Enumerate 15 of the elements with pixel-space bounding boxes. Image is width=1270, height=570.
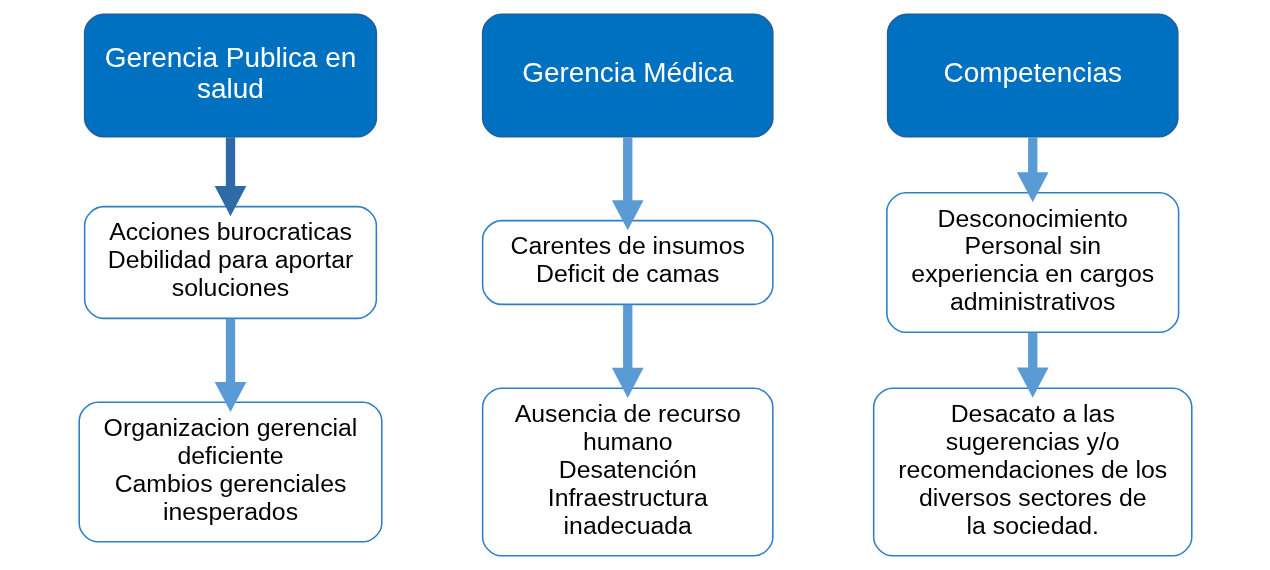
arrow [214, 318, 246, 413]
node-box: Competencias [886, 13, 1179, 138]
arrow [1016, 332, 1049, 398]
arrow [1016, 137, 1049, 203]
node-box: Acciones burocraticas Debilidad para aportar soluciones [83, 205, 377, 320]
node-box: Desacato a las sugerencias y/o recomendaciones de los diversos sectores de la sociedad. [872, 387, 1193, 557]
node-box: Gerencia Publica en salud [83, 13, 377, 138]
node-box: Gerencia Médica [481, 13, 774, 138]
node-box: Ausencia de recurso humano Desatención Infraestructura inadecuada [481, 387, 774, 557]
arrow [214, 137, 246, 217]
node-box: Carentes de insumos Deficit de camas [481, 219, 774, 306]
node-box: Organizacion gerencial deficiente Cambios gerenciales inesperados [77, 401, 383, 543]
arrow [611, 304, 644, 398]
arrow [611, 137, 644, 231]
node-box: Desconocimiento Personal sin experiencia en cargos administrativos [885, 191, 1179, 334]
